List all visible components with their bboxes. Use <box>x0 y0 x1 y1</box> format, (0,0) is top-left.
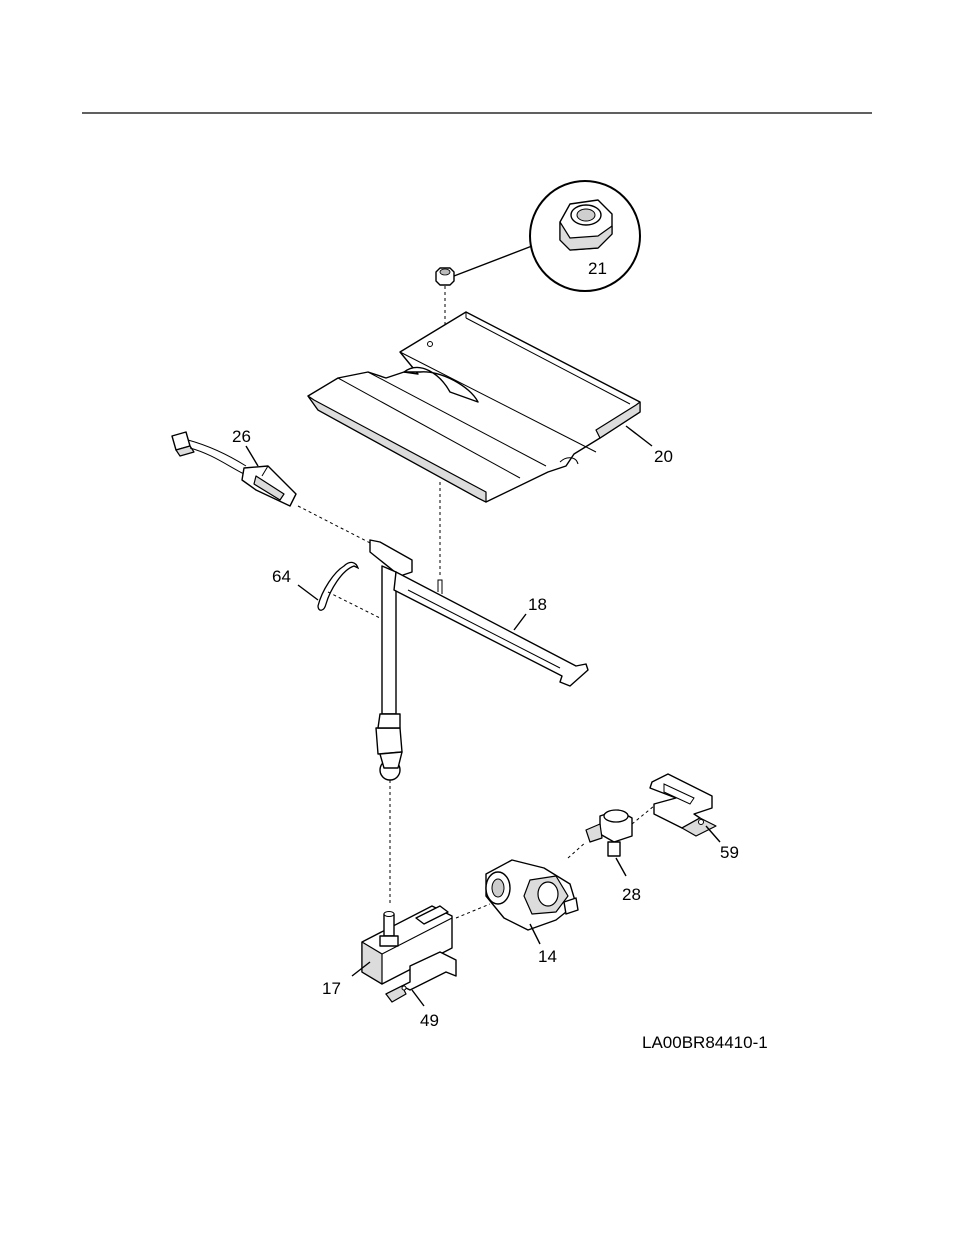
callout-21: 21 <box>588 259 607 278</box>
part-28-alignment-line <box>568 842 586 858</box>
part-26-leader <box>246 446 258 466</box>
part-21-bubble-leader <box>454 246 532 276</box>
part-18-burner <box>370 540 588 780</box>
part-20-leader <box>626 426 652 446</box>
callout-49: 49 <box>420 1011 439 1030</box>
callout-17: 17 <box>322 979 341 998</box>
callout-59: 59 <box>720 843 739 862</box>
callout-18: 18 <box>528 595 547 614</box>
callout-64: 64 <box>272 567 291 586</box>
part-20-baffle <box>308 312 640 502</box>
part-49-leader <box>412 990 424 1006</box>
part-28-leader <box>616 858 626 876</box>
part-21-nut-detail <box>530 181 640 291</box>
part-59-leader <box>706 826 720 842</box>
callout-28: 28 <box>622 885 641 904</box>
part-18-leader <box>514 614 526 630</box>
part-14-valve <box>486 860 578 930</box>
part-59-alignment-line <box>632 806 654 824</box>
callout-20: 20 <box>654 447 673 466</box>
part-14-alignment-line <box>456 904 490 918</box>
callout-26: 26 <box>232 427 251 446</box>
part-26-alignment-line <box>298 506 380 548</box>
part-28-orifice <box>586 810 632 856</box>
part-64-clip <box>318 562 358 610</box>
part-21-nut <box>436 268 454 285</box>
callout-14: 14 <box>538 947 557 966</box>
drawing-code: LA00BR84410-1 <box>642 1033 768 1052</box>
part-64-leader <box>298 585 318 600</box>
part-64-alignment-line <box>328 592 380 618</box>
